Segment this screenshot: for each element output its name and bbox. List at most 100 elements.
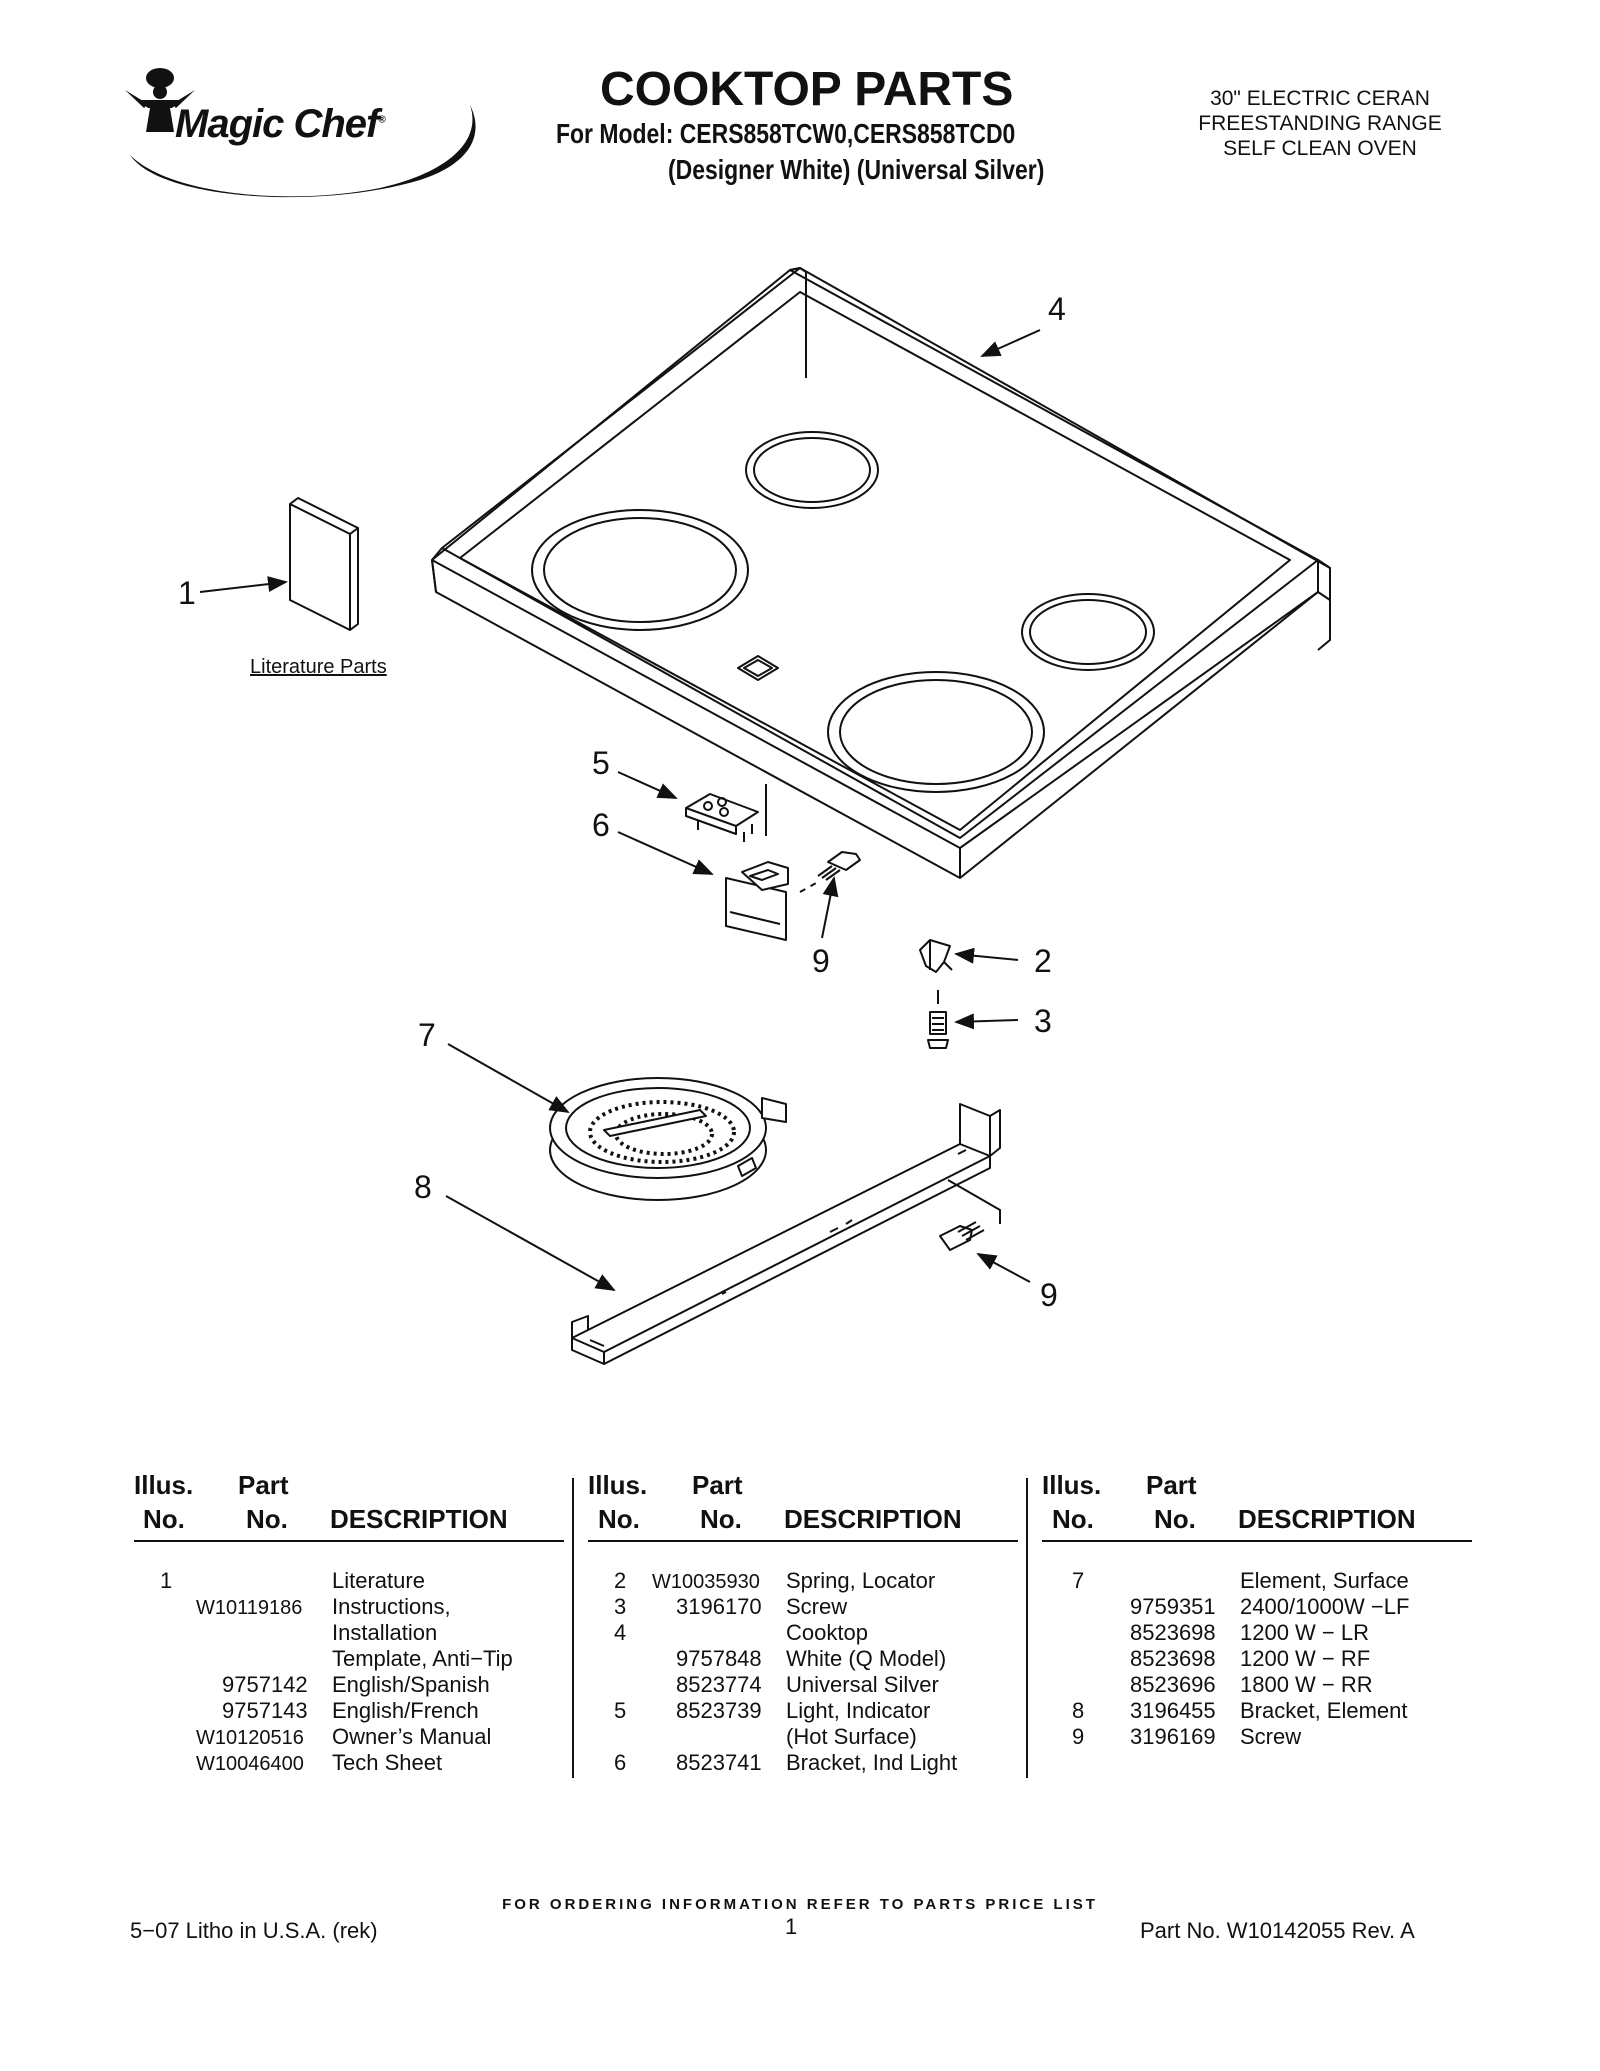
header-illus: Illus. [134,1470,194,1500]
cell-description: (Hot Surface) [786,1724,917,1749]
cell-description: Universal Silver [786,1672,939,1697]
cell-description: Tech Sheet [332,1750,443,1775]
cell-description: Element, Surface [1240,1568,1409,1593]
cell-illus: 5 [614,1698,627,1723]
spec-line: 30" ELECTRIC CERAN [1210,87,1430,110]
spring-locator [919,939,953,1004]
callout-4: 4 [1048,291,1066,327]
callout-2: 2 [1034,943,1052,979]
cell-description: Spring, Locator [786,1568,936,1593]
cell-description: Installation [332,1620,438,1645]
cell-description: Literature [332,1568,425,1593]
cell-part-no: 8523739 [676,1698,762,1723]
cell-description: 1200 W − RF [1240,1646,1371,1671]
cell-illus: 3 [614,1594,627,1619]
variant-line: (Designer White) (Universal Silver) [668,154,1045,185]
model-line: For Model: CERS858TCW0,CERS858TCD0 [556,118,1016,149]
cell-part-no: 9759351 [1130,1594,1216,1619]
cell-part-no: 9757848 [676,1646,762,1671]
cooktop [431,267,1331,879]
cell-part-no: 8523698 [1130,1620,1216,1645]
header-illus-no: No. [1052,1504,1094,1534]
cell-part-no: 3196170 [676,1594,762,1619]
cell-description: White (Q Model) [786,1646,947,1671]
header-illus-no: No. [598,1504,640,1534]
litho-info: 5−07 Litho in U.S.A. (rek) [130,1918,378,1943]
screw-lower [939,1221,985,1251]
header-illus: Illus. [1042,1470,1102,1500]
callout-5: 5 [592,745,610,781]
cell-description: Light, Indicator [786,1698,931,1723]
cell-part-no: 8523741 [676,1750,762,1775]
screw-part-3 [927,1011,949,1049]
cell-illus: 9 [1072,1724,1085,1749]
cell-part-no: 3196169 [1130,1724,1216,1749]
cell-description: English/French [332,1698,479,1723]
cell-illus: 8 [1072,1698,1085,1723]
header-illus-no: No. [143,1504,185,1534]
header-rule [134,1540,564,1542]
screw-upper [817,851,861,881]
cell-part-no: W10120516 [196,1727,304,1749]
literature-parts-label: Literature Parts [250,656,387,678]
callout-7: 7 [418,1017,436,1053]
cell-description: Owner’s Manual [332,1724,492,1749]
cell-description: Bracket, Element [1240,1698,1408,1723]
header-part-no: No. [1154,1504,1196,1534]
cell-description: Template, Anti−Tip [332,1646,513,1671]
cell-description: Bracket, Ind Light [786,1750,958,1775]
header-description: DESCRIPTION [330,1504,508,1534]
indicator-light [685,784,767,842]
cell-part-no: W10119186 [196,1597,303,1619]
cell-part-no: 8523698 [1130,1646,1216,1671]
document-part-number: Part No. W10142055 Rev. A [1140,1918,1415,1943]
product-spec: 30" ELECTRIC CERAN FREESTANDING RANGE SE… [1170,86,1470,161]
cell-part-no: 8523774 [676,1672,762,1697]
cell-part-no: 9757143 [222,1698,308,1723]
cell-description: 1200 W − LR [1240,1620,1370,1645]
element-bracket [571,1103,1001,1365]
surface-element [549,1077,787,1201]
callout-1: 1 [178,575,196,611]
cell-illus: 7 [1072,1568,1085,1593]
cell-description: Screw [1240,1724,1302,1749]
cell-part-no: W10046400 [196,1753,304,1775]
header-part-no: No. [246,1504,288,1534]
ordering-note: FOR ORDERING INFORMATION REFER TO PARTS … [502,1896,1098,1913]
indicator-light-bracket [725,861,819,941]
callout-8: 8 [414,1169,432,1205]
cell-part-no: W10035930 [652,1571,760,1593]
cell-illus: 1 [160,1568,173,1593]
cell-description: Cooktop [786,1620,868,1645]
cell-description: 1800 W − RR [1240,1672,1373,1697]
page-title: COOKTOP PARTS [600,63,1014,116]
header-part-no: No. [700,1504,742,1534]
header-rule [1042,1540,1472,1542]
cell-description: Instructions, [332,1594,451,1619]
cell-part-no: 8523696 [1130,1672,1216,1697]
spec-line: FREESTANDING RANGE [1198,112,1442,135]
literature-booklet [289,497,359,631]
header-part: Part [692,1470,743,1500]
page-number: 1 [785,1914,798,1939]
cell-illus: 4 [614,1620,627,1645]
spec-line: SELF CLEAN OVEN [1223,137,1417,160]
header-rule [588,1540,1018,1542]
callout-9-lower: 9 [1040,1277,1058,1313]
header-part: Part [1146,1470,1197,1500]
header-description: DESCRIPTION [1238,1504,1416,1534]
callout-3: 3 [1034,1003,1052,1039]
callout-6: 6 [592,807,610,843]
cell-illus: 2 [614,1568,627,1593]
exploded-parts-diagram: 1 2 3 4 5 6 7 8 9 9 [178,267,1331,1365]
cell-part-no: 9757142 [222,1672,308,1697]
cell-description: 2400/1000W −LF [1240,1594,1410,1619]
cell-part-no: 3196455 [1130,1698,1216,1723]
brand-wordmark: Magic Chef® [175,102,386,146]
cell-illus: 6 [614,1750,627,1775]
cell-description: Screw [786,1594,848,1619]
callout-9-upper: 9 [812,943,830,979]
column-divider [1026,1478,1028,1778]
magic-chef-logo [125,68,476,198]
column-divider [572,1478,574,1778]
